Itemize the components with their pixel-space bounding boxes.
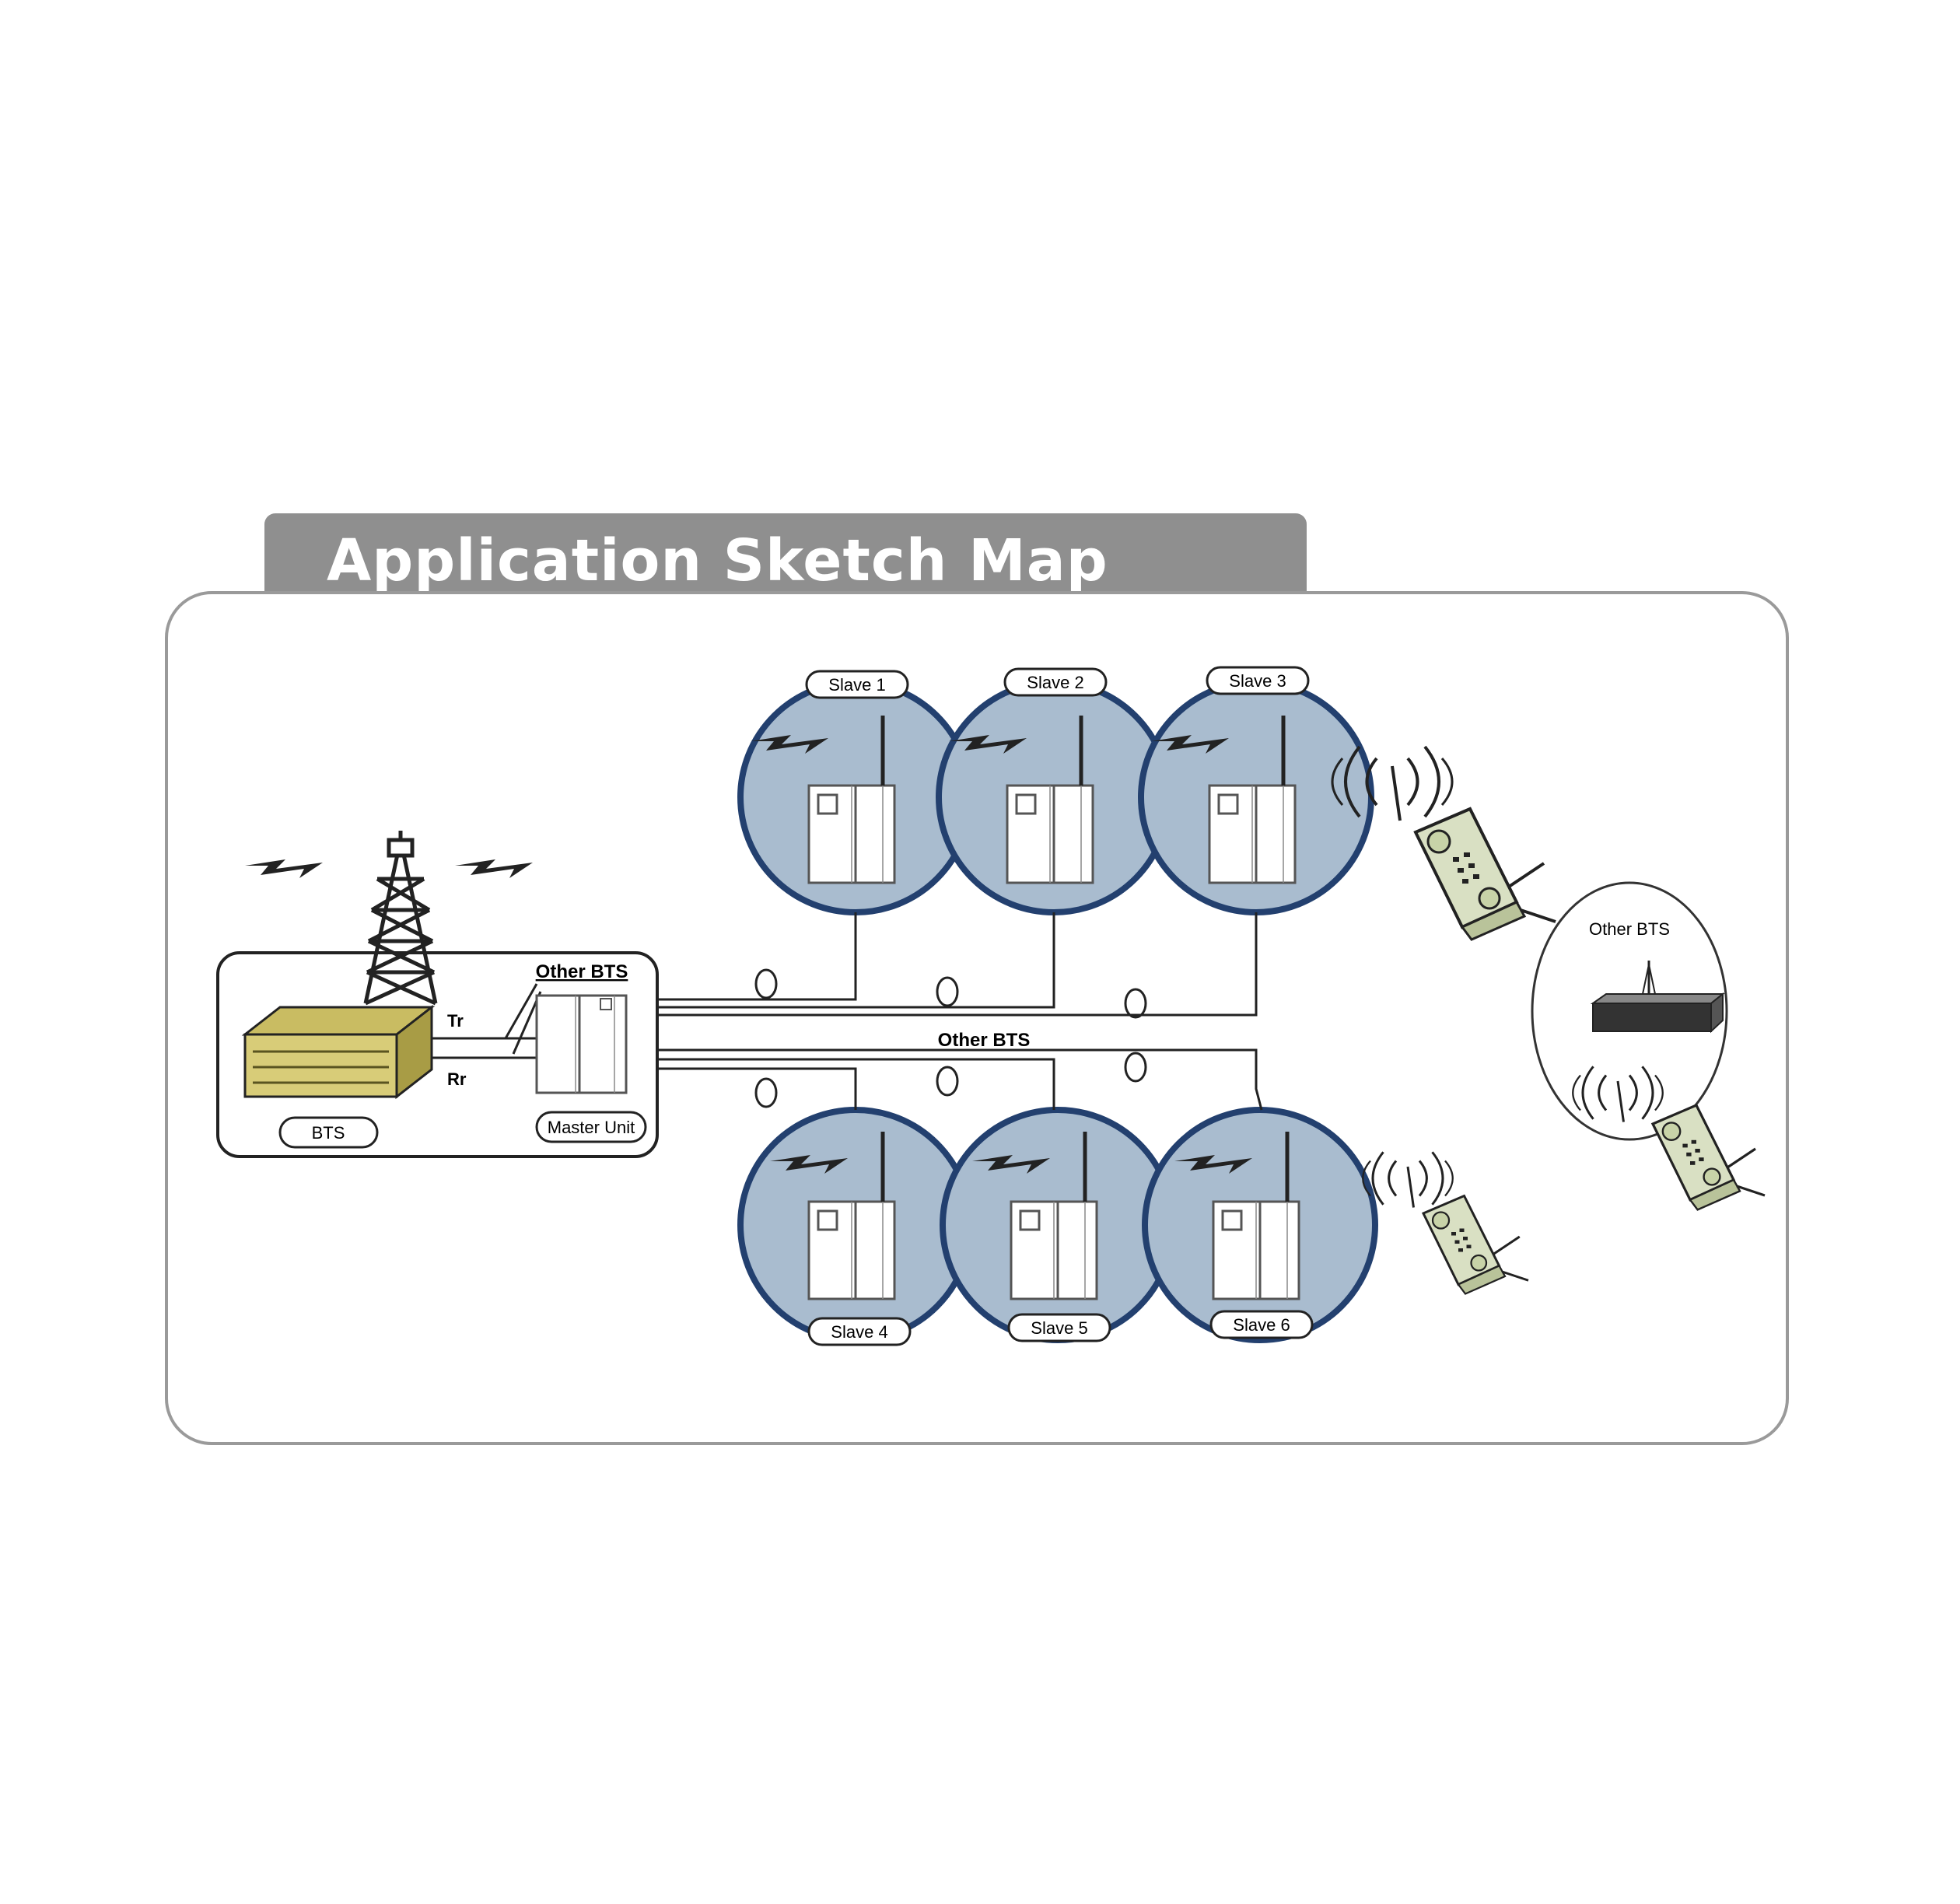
lightning-icon bbox=[245, 859, 323, 878]
bts-cabinet-icon bbox=[1590, 961, 1725, 1034]
fiber-links bbox=[653, 912, 1263, 1111]
other-bts-master-label: Other BTS bbox=[536, 961, 628, 982]
svg-text:Slave 4: Slave 4 bbox=[831, 1322, 887, 1342]
svg-text:BTS: BTS bbox=[312, 1123, 345, 1143]
tr-rr-lines bbox=[432, 983, 542, 1059]
tr-label: Tr bbox=[447, 1011, 464, 1031]
mobile-phone-icon bbox=[1422, 1195, 1530, 1295]
bts-label: BTS bbox=[278, 1116, 379, 1149]
slave-label-5: Slave 5 bbox=[1007, 1313, 1111, 1342]
tower-icon bbox=[363, 831, 438, 1006]
signal-waves-icon bbox=[1361, 1150, 1454, 1209]
mobile-phone-icon bbox=[1414, 807, 1557, 941]
slave-label-4: Slave 4 bbox=[807, 1317, 912, 1346]
slave-label-2: Slave 2 bbox=[1003, 667, 1108, 697]
mobile-phone-icon bbox=[1651, 1104, 1766, 1212]
other-bts-center-label: Other BTS bbox=[938, 1030, 1031, 1051]
svg-text:Slave 6: Slave 6 bbox=[1233, 1315, 1290, 1335]
slave-label-3: Slave 3 bbox=[1206, 666, 1310, 695]
svg-text:Slave 5: Slave 5 bbox=[1031, 1318, 1087, 1338]
master-unit-icon bbox=[535, 994, 628, 1094]
svg-text:Other BTS: Other BTS bbox=[1589, 919, 1670, 939]
svg-text:Slave 3: Slave 3 bbox=[1229, 671, 1286, 691]
slave-label-1: Slave 1 bbox=[805, 670, 909, 699]
svg-text:Slave 2: Slave 2 bbox=[1027, 673, 1083, 692]
master-unit-label: Master Unit bbox=[535, 1111, 647, 1143]
page-title: Application Sketch Map bbox=[327, 527, 1108, 594]
other-bts-area: Other BTS bbox=[1531, 881, 1728, 1141]
svg-text:Slave 1: Slave 1 bbox=[828, 675, 885, 695]
slave-label-6: Slave 6 bbox=[1209, 1310, 1314, 1339]
bts-cabinet-icon bbox=[241, 1004, 436, 1100]
lightning-icon bbox=[455, 859, 533, 878]
svg-text:Master Unit: Master Unit bbox=[548, 1118, 635, 1137]
rr-label: Rr bbox=[447, 1069, 467, 1089]
